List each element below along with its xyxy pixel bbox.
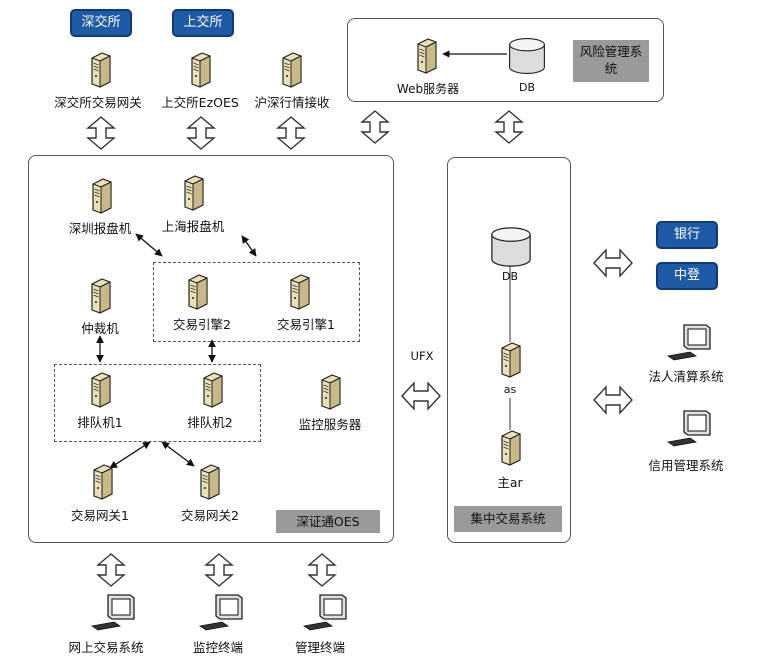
gateway1-label: 交易网关1: [71, 508, 129, 523]
sse-ezoes-label: 上交所EzOES: [161, 95, 239, 110]
csdc-button[interactable]: 中登: [656, 262, 718, 290]
gateway2-label: 交易网关2: [181, 508, 239, 523]
risk-db-icon: [507, 36, 547, 76]
sse-ezoes-server-icon: [188, 52, 212, 88]
central-trading-panel: [447, 157, 571, 543]
queue1-server-icon: [88, 372, 112, 408]
sz-reporter-label: 深圳报盘机: [68, 221, 132, 236]
monitor-server-icon: [318, 374, 342, 410]
arbiter-server-icon: [88, 278, 112, 314]
engine2-server-icon: [185, 274, 209, 310]
web-server-label: Web服务器: [396, 82, 460, 96]
risk-oes-arrow-icon: [360, 110, 390, 144]
market-link-arrow-icon: [276, 116, 306, 150]
monitor-server-label: 监控服务器: [298, 417, 362, 432]
engine1-label: 交易引擎1: [277, 317, 335, 332]
monitor-terminal-label: 监控终端: [192, 640, 243, 655]
legal-clearing-pc-icon: [666, 322, 714, 362]
sh-reporter-server-icon: [181, 175, 205, 211]
risk-central-arrow-icon: [494, 110, 524, 144]
bank-button[interactable]: 银行: [656, 221, 718, 249]
engine2-label: 交易引擎2: [173, 317, 231, 332]
engine-group: [153, 262, 360, 342]
gateway2-server-icon: [197, 464, 221, 500]
master-label: 主ar: [497, 475, 523, 490]
web-server-icon: [414, 38, 438, 74]
central-trading-title: 集中交易系统: [454, 506, 562, 532]
queue1-label: 排队机1: [77, 415, 123, 430]
queue-to-gateway2: [161, 441, 195, 467]
arbiter-label: 仲裁机: [81, 321, 119, 336]
credit-mgmt-label: 信用管理系统: [648, 458, 724, 473]
sz-reporter-server-icon: [89, 178, 113, 214]
sse-button[interactable]: 上交所: [172, 9, 234, 37]
bank-link-arrow-icon: [593, 248, 633, 278]
sh-reporter-to-engines: [241, 235, 257, 257]
ufx-arrow-icon: [401, 381, 441, 411]
sse-link-arrow-icon: [186, 116, 216, 150]
as-server-icon: [498, 342, 522, 378]
szse-link-arrow-icon: [86, 116, 116, 150]
online-trading-pc-icon: [90, 592, 138, 632]
ufx-label: UFX: [410, 349, 434, 363]
admin-terminal-label: 管理终端: [294, 640, 345, 655]
oes-title: 深证通OES: [276, 510, 380, 533]
central-db-label: DB: [501, 270, 519, 283]
queue-to-gateway1: [109, 441, 151, 469]
sh-reporter-label: 上海报盘机: [161, 219, 225, 234]
market-receiver-label: 沪深行情接收: [254, 95, 330, 110]
clearing-link-arrow-icon: [593, 385, 633, 415]
as-label: as: [503, 383, 517, 396]
sz-reporter-to-engines: [135, 233, 163, 257]
master-server-icon: [498, 430, 522, 466]
szse-gateway-label: 深交所交易网关: [54, 95, 142, 110]
online-trading-arrow-icon: [96, 553, 126, 587]
monitor-terminal-pc-icon: [198, 592, 246, 632]
risk-db-label: DB: [518, 81, 536, 94]
risk-management-title: 风险管理系统: [573, 40, 649, 82]
queue-group: [54, 364, 261, 442]
credit-mgmt-pc-icon: [666, 408, 714, 448]
market-receiver-server-icon: [279, 52, 303, 88]
risk-management-title-text: 风险管理系统: [579, 44, 643, 76]
online-trading-label: 网上交易系统: [68, 640, 144, 655]
monitor-terminal-arrow-icon: [204, 553, 234, 587]
admin-terminal-arrow-icon: [307, 553, 337, 587]
central-db-icon: [489, 225, 533, 269]
queue2-label: 排队机2: [187, 415, 233, 430]
gateway1-server-icon: [90, 464, 114, 500]
admin-terminal-pc-icon: [302, 592, 350, 632]
oes-panel: [28, 155, 394, 543]
legal-clearing-label: 法人清算系统: [648, 369, 724, 384]
szse-button[interactable]: 深交所: [70, 9, 132, 37]
risk-management-panel: [347, 18, 664, 102]
engine1-server-icon: [287, 274, 311, 310]
queue2-server-icon: [200, 372, 224, 408]
szse-gateway-server-icon: [88, 52, 112, 88]
